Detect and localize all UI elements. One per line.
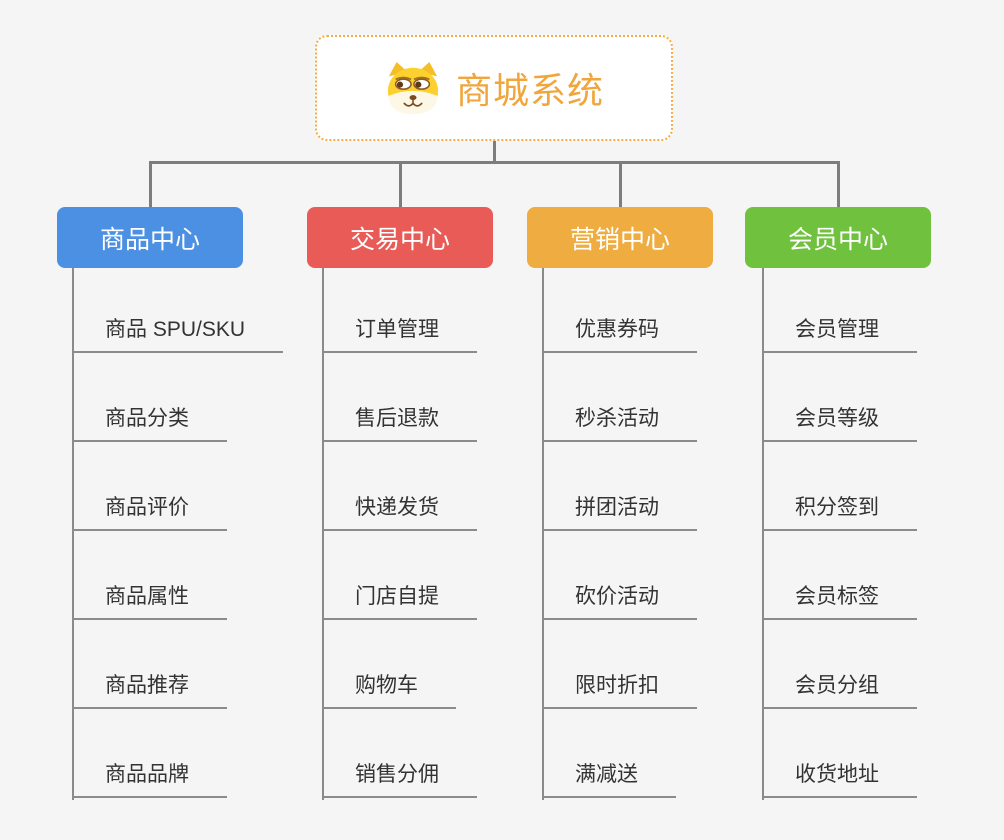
connector-stub-marketing xyxy=(619,163,622,207)
connector-stub-members xyxy=(837,163,840,207)
connector-stub-trade xyxy=(399,163,402,207)
trunk-trade xyxy=(322,268,324,800)
leaf-node[interactable]: 商品 SPU/SKU xyxy=(72,316,284,353)
root-node[interactable]: 商城系统 xyxy=(315,35,673,141)
branch-node-products[interactable]: 商品中心 xyxy=(57,207,243,268)
leaf-node[interactable]: 商品推荐 xyxy=(72,672,227,709)
trunk-members xyxy=(762,268,764,800)
leaf-node[interactable]: 商品分类 xyxy=(72,405,227,442)
leaf-node[interactable]: 收货地址 xyxy=(762,761,917,798)
leaf-node[interactable]: 商品品牌 xyxy=(72,761,227,798)
trunk-marketing xyxy=(542,268,544,800)
root-title: 商城系统 xyxy=(455,70,604,111)
leaf-node[interactable]: 商品评价 xyxy=(72,494,227,531)
leaf-node[interactable]: 会员管理 xyxy=(762,316,917,353)
leaf-node[interactable]: 商品属性 xyxy=(72,583,227,620)
leaf-node[interactable]: 订单管理 xyxy=(322,316,477,353)
leaf-node[interactable]: 售后退款 xyxy=(322,405,477,442)
leaf-node[interactable]: 门店自提 xyxy=(322,583,477,620)
branch-node-marketing[interactable]: 营销中心 xyxy=(527,207,713,268)
connector-horizontal xyxy=(149,161,840,164)
doge-icon xyxy=(387,61,439,115)
connector-root-stub xyxy=(493,139,496,163)
leaf-node[interactable]: 优惠券码 xyxy=(542,316,697,353)
leaf-node[interactable]: 销售分佣 xyxy=(322,761,477,798)
leaf-node[interactable]: 会员分组 xyxy=(762,672,917,709)
leaf-node[interactable]: 满减送 xyxy=(542,761,676,798)
trunk-products xyxy=(72,268,74,800)
leaf-node[interactable]: 购物车 xyxy=(322,672,456,709)
leaf-node[interactable]: 砍价活动 xyxy=(542,583,697,620)
leaf-node[interactable]: 拼团活动 xyxy=(542,494,697,531)
leaf-node[interactable]: 快递发货 xyxy=(322,494,477,531)
connector-stub-products xyxy=(149,163,152,207)
leaf-node[interactable]: 秒杀活动 xyxy=(542,405,697,442)
branch-node-trade[interactable]: 交易中心 xyxy=(307,207,493,268)
leaf-node[interactable]: 积分签到 xyxy=(762,494,917,531)
leaf-node[interactable]: 会员等级 xyxy=(762,405,917,442)
branch-node-members[interactable]: 会员中心 xyxy=(745,207,931,268)
leaf-node[interactable]: 会员标签 xyxy=(762,583,917,620)
leaf-node[interactable]: 限时折扣 xyxy=(542,672,697,709)
